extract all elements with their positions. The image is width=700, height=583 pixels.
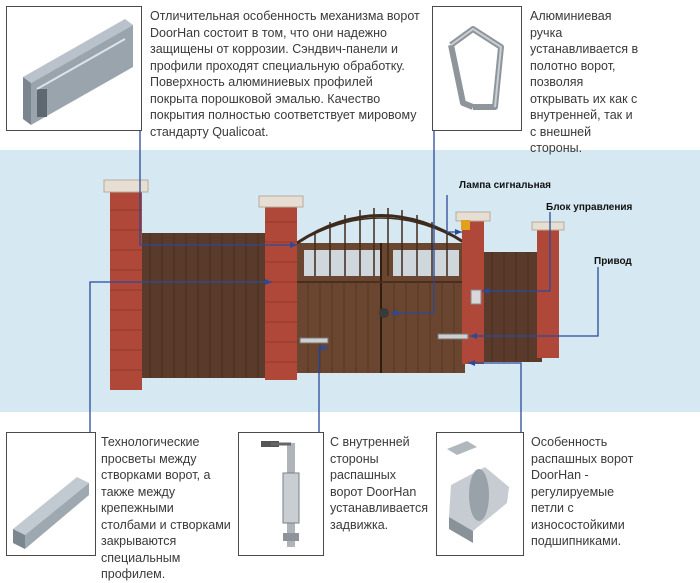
- profile-callout-text: Отличительная особенность механизма воро…: [150, 9, 420, 139]
- gate-handle: [379, 308, 389, 318]
- gap-profile-image: [13, 477, 89, 549]
- aluminum-profile-image: [23, 19, 133, 125]
- gap-profile-image-box: [6, 432, 96, 556]
- gate-window-right: [393, 250, 459, 276]
- handle-image-box: [432, 6, 522, 131]
- drive-left: [299, 337, 329, 344]
- handle-icon: [448, 26, 504, 110]
- latch-bolt-image: [261, 441, 300, 547]
- right-fence-panel: [482, 252, 542, 362]
- latch-callout-text: С внутренней стороны распашных ворот Doo…: [330, 435, 428, 532]
- drive-right: [437, 333, 469, 340]
- signal-lamp: [461, 220, 470, 230]
- left-fence-panel: [140, 233, 266, 378]
- profile-image-box: [6, 6, 142, 131]
- gate-arch: [296, 214, 466, 245]
- gaps-callout-text: Технологические просветы между створками…: [101, 435, 231, 581]
- latch-image-box: [238, 432, 324, 556]
- hinge-image: [447, 441, 509, 543]
- hinge-callout-text: Особенность распашных ворот DoorHan - ре…: [531, 435, 634, 548]
- label-control-unit: Блок управления: [546, 202, 633, 213]
- control-unit: [470, 289, 482, 305]
- label-signal-lamp: Лампа сигнальная: [459, 180, 552, 191]
- pillar-2: [265, 204, 297, 380]
- hinge-image-box: [436, 432, 524, 556]
- gate-window-left: [304, 250, 380, 276]
- pillar-4: [537, 228, 559, 358]
- label-drive: Привод: [594, 256, 632, 267]
- handle-callout-text: Алюминиевая ручка устанавливается в поло…: [530, 9, 639, 155]
